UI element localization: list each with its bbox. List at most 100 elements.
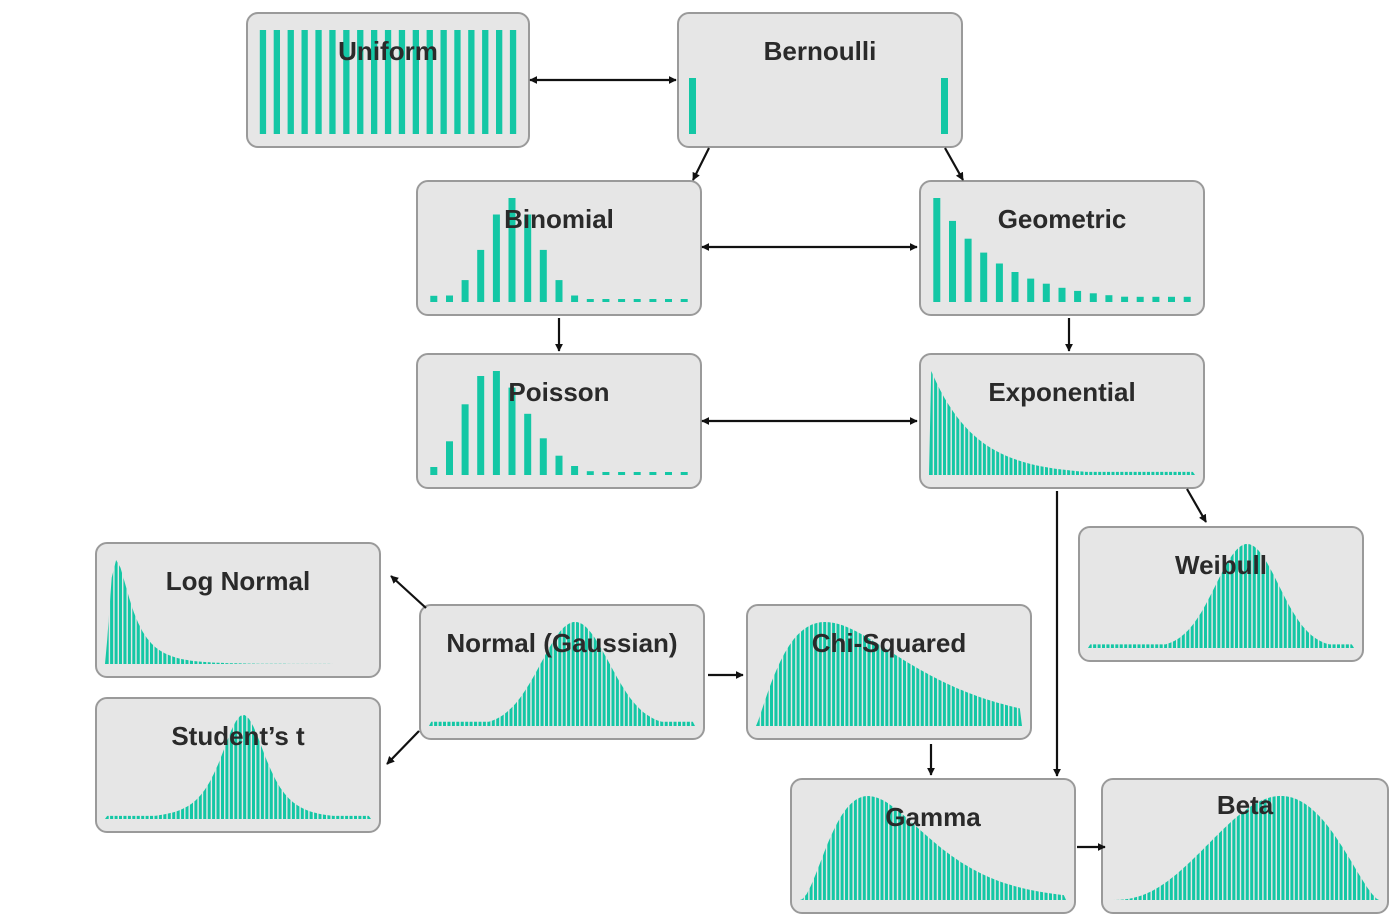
edge-normal-to-lognormal xyxy=(390,575,427,609)
binomial-bar xyxy=(680,299,688,302)
geometric-bar xyxy=(1027,278,1035,302)
uniform-bar xyxy=(468,30,475,134)
geometric-bar xyxy=(1183,296,1191,302)
uniform-bar xyxy=(343,30,350,134)
uniform-bar xyxy=(412,30,419,134)
poisson-bar xyxy=(680,472,688,475)
weibull-distribution-plot xyxy=(1088,540,1354,649)
node-title: Binomial xyxy=(504,204,614,234)
binomial-bar xyxy=(586,299,594,302)
geometric-bar xyxy=(980,252,988,302)
geometric-bar xyxy=(1042,283,1050,302)
bernoulli-distribution-plot xyxy=(689,78,948,134)
node-title: Bernoulli xyxy=(763,36,877,66)
node-exponential: Exponential xyxy=(919,353,1205,489)
binomial-bar xyxy=(492,214,500,302)
uniform-bar xyxy=(426,30,433,134)
binomial-bar xyxy=(602,299,610,302)
poisson-bar xyxy=(461,404,469,475)
geometric-bar xyxy=(1058,287,1066,302)
node-chisquared: Chi-Squared xyxy=(746,604,1032,740)
geometric-bar xyxy=(995,263,1003,302)
poisson-bar xyxy=(446,441,453,475)
poisson-bar xyxy=(492,371,500,475)
poisson-bar xyxy=(649,472,657,475)
gamma-distribution-plot xyxy=(800,792,1066,901)
geometric-bar xyxy=(1136,296,1144,302)
node-uniform: Uniform xyxy=(246,12,530,148)
normal-distribution-plot xyxy=(429,618,695,727)
node-title: Chi-Squared xyxy=(811,628,967,658)
geometric-bar xyxy=(933,198,941,302)
uniform-bar xyxy=(509,30,517,134)
uniform-bar xyxy=(301,30,308,134)
node-normal: Normal (Gaussian) xyxy=(419,604,705,740)
node-title: Geometric xyxy=(997,204,1127,234)
poisson-distribution-plot xyxy=(430,371,688,475)
edge-bernoulli-to-geometric xyxy=(944,147,964,181)
uniform-bar xyxy=(496,30,503,134)
binomial-bar xyxy=(539,249,547,302)
bernoulli-bar-1 xyxy=(941,78,948,134)
node-beta: Beta xyxy=(1101,778,1389,914)
node-title: Uniform xyxy=(338,36,438,66)
binomial-bar xyxy=(665,299,672,302)
poisson-bar xyxy=(665,472,672,475)
uniform-bar xyxy=(454,30,461,134)
node-title: Exponential xyxy=(988,377,1136,407)
uniform-bar xyxy=(329,30,336,134)
studentt-distribution-plot xyxy=(105,711,371,820)
uniform-bar xyxy=(315,30,322,134)
binomial-bar xyxy=(555,280,563,302)
binomial-bar xyxy=(633,299,641,302)
binomial-bar xyxy=(524,214,532,302)
uniform-distribution-plot xyxy=(259,30,517,134)
binomial-bar xyxy=(446,295,453,302)
geometric-bar xyxy=(1121,296,1129,302)
node-title: Weibull xyxy=(1175,550,1267,580)
node-title: Normal (Gaussian) xyxy=(446,628,678,658)
uniform-bar xyxy=(259,30,267,134)
binomial-distribution-plot xyxy=(430,198,688,302)
uniform-bar xyxy=(357,30,364,134)
edge-normal-to-studentt xyxy=(386,730,420,765)
chisquared-distribution-plot xyxy=(756,618,1022,727)
node-title: Beta xyxy=(1216,790,1274,820)
node-weibull: Weibull xyxy=(1078,526,1364,662)
binomial-bar xyxy=(430,295,438,302)
node-studentt: Student’s t xyxy=(95,697,381,833)
node-binomial: Binomial xyxy=(416,180,702,316)
geometric-bar xyxy=(964,238,972,302)
node-bernoulli: Bernoulli xyxy=(677,12,963,148)
beta-distribution-plot xyxy=(1111,792,1379,901)
node-title: Poisson xyxy=(508,377,610,407)
binomial-bar xyxy=(508,198,516,302)
geometric-bar xyxy=(949,220,956,302)
binomial-bar xyxy=(649,299,657,302)
uniform-bar xyxy=(273,30,280,134)
poisson-bar xyxy=(524,413,532,475)
edge-bernoulli-to-binomial xyxy=(692,147,710,181)
poisson-bar xyxy=(430,467,438,475)
node-title: Student’s t xyxy=(171,721,305,751)
poisson-bar xyxy=(508,387,516,475)
node-geometric: Geometric xyxy=(919,180,1205,316)
geometric-bar xyxy=(1168,296,1175,302)
node-title: Gamma xyxy=(885,802,981,832)
node-lognormal: Log Normal xyxy=(95,542,381,678)
binomial-bar xyxy=(461,280,469,302)
poisson-bar xyxy=(586,471,594,475)
binomial-bar xyxy=(477,249,485,302)
node-gamma: Gamma xyxy=(790,778,1076,914)
poisson-bar xyxy=(571,466,579,475)
lognormal-distribution-plot xyxy=(105,556,371,665)
poisson-bar xyxy=(477,376,485,475)
uniform-bar xyxy=(384,30,392,134)
poisson-bar xyxy=(539,438,547,475)
uniform-bar xyxy=(440,30,447,134)
geometric-bar xyxy=(1011,272,1019,302)
poisson-bar xyxy=(555,455,563,475)
poisson-bar xyxy=(633,472,641,475)
geometric-distribution-plot xyxy=(933,198,1191,302)
